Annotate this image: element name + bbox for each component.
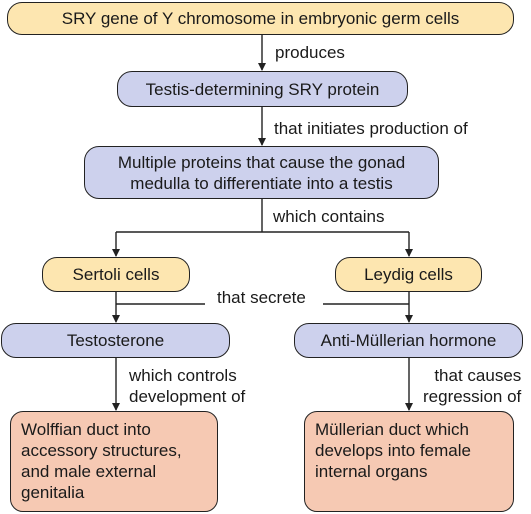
- label-regression: that causes regression of: [423, 366, 522, 406]
- leydig-cells-text: Leydig cells: [364, 265, 453, 284]
- label-initiates: that initiates production of: [274, 119, 468, 138]
- sry-protein-node: Testis-determining SRY protein: [117, 71, 408, 107]
- testosterone-node: Testosterone: [1, 323, 230, 358]
- label-contains: which contains: [273, 207, 385, 226]
- wolffian-duct-text: Wolffian duct into accessory structures,…: [21, 420, 182, 502]
- sry-protein-text: Testis-determining SRY protein: [145, 79, 380, 99]
- anti-mullerian-hormone-text: Anti-Müllerian hormone: [320, 331, 497, 350]
- testosterone-text: Testosterone: [66, 331, 165, 350]
- label-controls: which controls development of: [129, 366, 246, 406]
- sertoli-cells-text: Sertoli cells: [72, 265, 160, 284]
- leydig-cells-node: Leydig cells: [335, 257, 482, 292]
- sry-gene-text: SRY gene of Y chromosome in embryonic ge…: [61, 9, 460, 28]
- label-produces: produces: [275, 43, 345, 62]
- mullerian-duct-node: Müllerian duct which develops into femal…: [304, 411, 514, 512]
- sry-gene-node: SRY gene of Y chromosome in embryonic ge…: [7, 2, 514, 35]
- sertoli-cells-node: Sertoli cells: [42, 257, 190, 292]
- multiple-proteins-text: Multiple proteins that cause the gonad m…: [117, 152, 406, 193]
- mullerian-duct-text: Müllerian duct which develops into femal…: [315, 420, 471, 481]
- wolffian-duct-node: Wolffian duct into accessory structures,…: [10, 411, 218, 512]
- label-secrete: that secrete: [217, 288, 306, 307]
- multiple-proteins-node: Multiple proteins that cause the gonad m…: [84, 146, 439, 199]
- anti-mullerian-hormone-node: Anti-Müllerian hormone: [294, 323, 523, 358]
